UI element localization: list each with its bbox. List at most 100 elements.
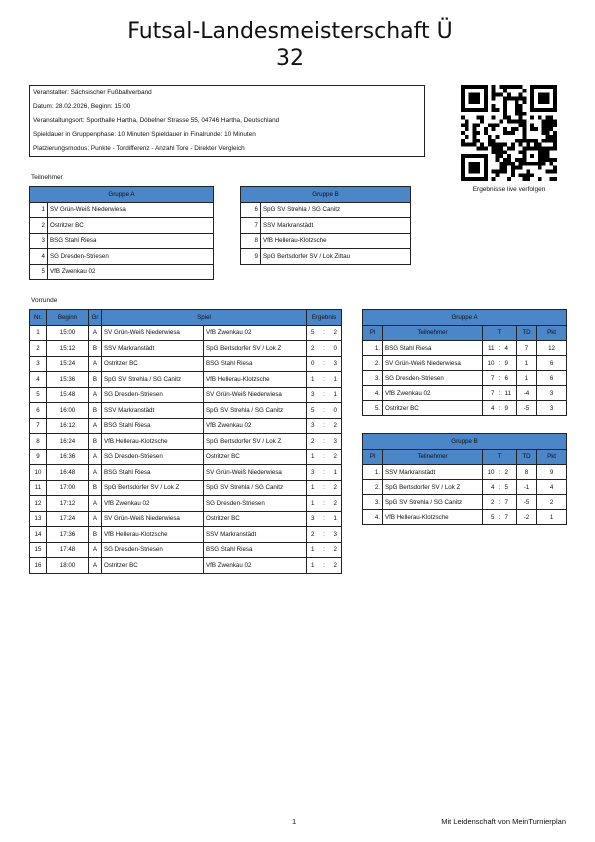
team-name: SpG Bertsdorfer SV / Lok Zittau — [259, 248, 412, 265]
standings-b-title: Gruppe B — [361, 433, 568, 450]
goal-difference: -2 — [516, 509, 537, 525]
match-number: 8 — [29, 433, 47, 450]
score-separator: : — [318, 541, 330, 558]
team-name: SG Dresden-Striesen — [47, 248, 214, 265]
goals-against: 11 — [502, 385, 517, 401]
match-time: 15:48 — [46, 386, 89, 403]
col-group: Gr — [88, 309, 102, 326]
col-goals: T — [482, 324, 517, 341]
away-goals: 2 — [329, 448, 343, 465]
match-number: 1 — [29, 324, 47, 341]
team-number: 6 — [240, 201, 261, 218]
match-time: 17:00 — [46, 479, 89, 496]
away-team: Ostritzer BC — [202, 510, 308, 527]
goals-for: 5 — [482, 509, 497, 525]
away-team: SV Grün-Weiß Niederwiesa — [202, 464, 308, 481]
match-number: 7 — [29, 417, 47, 434]
away-goals: 3 — [329, 355, 343, 372]
away-goals: 0 — [329, 340, 343, 357]
match-group: B — [88, 433, 102, 450]
home-team: VfB Zwenkau 02 — [101, 495, 204, 512]
away-team: VfB Zwenkau 02 — [202, 417, 308, 434]
team-name: Ostritzer BC — [382, 400, 483, 416]
match-number: 10 — [29, 464, 47, 481]
home-team: BSG Stahl Riesa — [101, 464, 204, 481]
match-number: 2 — [29, 340, 47, 357]
points: 2 — [535, 494, 568, 510]
score-separator: : — [318, 448, 330, 465]
match-group: A — [88, 495, 102, 512]
away-team: VfB Zwenkau 02 — [202, 324, 308, 341]
col-points: Pkt — [535, 324, 568, 341]
team-name: Ostritzer BC — [47, 217, 214, 234]
away-goals: 3 — [329, 433, 343, 450]
goals-separator: : — [496, 509, 503, 525]
team-name: VfB Hellerau-Klotzsche — [382, 509, 483, 525]
goal-difference: 1 — [516, 355, 537, 371]
standings-b-table: Gruppe B Pl Teilnehmer T TD Pkt 1.SSV Ma… — [361, 433, 568, 525]
match-time: 15:00 — [46, 324, 89, 341]
footer-brand-link[interactable]: Mit Leidenschaft von MeinTurnierplan — [441, 817, 566, 826]
col-points: Pkt — [535, 448, 568, 465]
goal-difference: -5 — [516, 494, 537, 510]
score-separator: : — [318, 464, 330, 481]
match-time: 17:36 — [46, 526, 89, 543]
away-team: VfB Hellerau-Klotzsche — [202, 371, 308, 388]
team-name: SpG Bertsdorfer SV / Lok Z — [382, 479, 483, 495]
place: 2. — [362, 479, 383, 495]
goals-against: 9 — [502, 355, 517, 371]
match-time: 17:12 — [46, 495, 89, 512]
goal-difference: -1 — [516, 479, 537, 495]
home-team: Ostritzer BC — [101, 355, 204, 372]
match-number: 6 — [29, 402, 47, 419]
team-number: 9 — [240, 248, 261, 265]
goals-for: 4 — [482, 400, 497, 416]
score-separator: : — [318, 355, 330, 372]
away-team: SSV Markranstädt — [202, 526, 308, 543]
place: 2. — [362, 355, 383, 371]
qr-code-icon[interactable] — [461, 85, 557, 181]
score-separator: : — [318, 557, 330, 574]
team-name: SSV Markranstädt — [259, 217, 412, 234]
home-team: VfB Hellerau-Klotzsche — [101, 526, 204, 543]
score-separator: : — [318, 340, 330, 357]
match-time: 16:48 — [46, 464, 89, 481]
page-title: Futsal-Landesmeisterschaft Ü 32 — [90, 18, 490, 72]
team-number: 1 — [29, 201, 48, 218]
match-group: A — [88, 324, 102, 341]
participants-label: Teilnehmer — [31, 174, 63, 181]
home-team: SpG Bertsdorfer SV / Lok Z — [101, 479, 204, 496]
goals-separator: : — [496, 400, 503, 416]
home-team: BSG Stahl Riesa — [101, 417, 204, 434]
goals-for: 2 — [482, 494, 497, 510]
away-team: SpG SV Strehla / SG Canitz — [202, 402, 308, 419]
match-group: A — [88, 541, 102, 558]
team-name: SV Grün-Weiß Niederwiesa — [47, 201, 214, 218]
score-separator: : — [318, 417, 330, 434]
home-team: SpG SV Strehla / SG Canitz — [101, 371, 204, 388]
match-time: 16:24 — [46, 433, 89, 450]
away-team: SV Grün-Weiß Niederwiesa — [202, 386, 308, 403]
team-number: 5 — [29, 263, 48, 280]
home-goals: 5 — [306, 402, 319, 419]
goal-difference: 8 — [516, 464, 537, 480]
match-group: A — [88, 417, 102, 434]
score-separator: : — [318, 386, 330, 403]
match-group: A — [88, 448, 102, 465]
